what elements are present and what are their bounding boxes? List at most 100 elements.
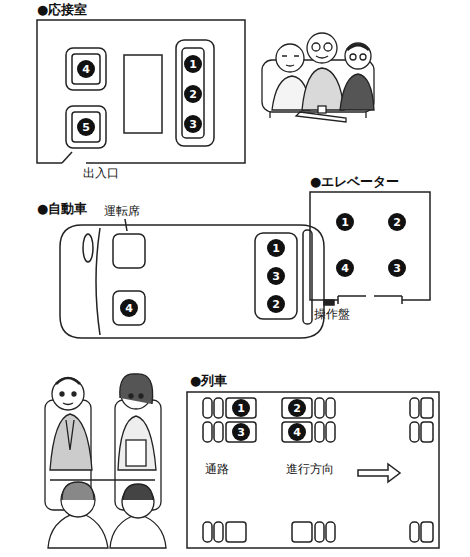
train-seat xyxy=(203,398,212,418)
train-seat xyxy=(326,422,335,442)
train-seat xyxy=(421,522,433,542)
train-seat xyxy=(203,422,212,442)
train-illustration xyxy=(62,482,94,500)
seat-number: 3 xyxy=(388,259,406,277)
train-illustration xyxy=(50,414,92,470)
seat-number: 3 xyxy=(184,115,202,133)
callout-number: 5 xyxy=(82,122,90,133)
callout-number: 4 xyxy=(125,303,133,314)
meeting-illustration xyxy=(316,56,328,58)
callout-number: 1 xyxy=(189,59,197,70)
seat-number: 4 xyxy=(77,60,95,78)
reception-room xyxy=(72,54,100,84)
elevator-outline xyxy=(310,192,430,305)
train-illustration xyxy=(118,416,156,470)
reception-room xyxy=(37,20,245,163)
reception-room xyxy=(62,152,72,163)
reception-room xyxy=(182,48,204,138)
callout-number: 2 xyxy=(393,217,401,228)
part-label: 通路 xyxy=(205,463,229,476)
seat-number: 4 xyxy=(336,259,354,277)
train-seat xyxy=(315,422,324,442)
train-seat xyxy=(292,522,312,542)
seat-number: 3 xyxy=(267,267,285,285)
callout-number: 2 xyxy=(272,299,280,310)
train-illustration xyxy=(72,392,76,396)
train-illustration xyxy=(115,400,161,510)
reception-room xyxy=(37,20,245,163)
train-illustration xyxy=(63,403,73,405)
train-outline xyxy=(187,392,439,548)
seat-number: 1 xyxy=(336,213,354,231)
seat-number: 4 xyxy=(288,423,306,441)
train-illustration xyxy=(129,394,133,398)
part-label: 進行方向 xyxy=(286,463,334,476)
seat-number: 3 xyxy=(232,423,250,441)
callout-number: 3 xyxy=(189,119,197,130)
seat-number: 2 xyxy=(388,213,406,231)
callout-number: 1 xyxy=(341,217,349,228)
seat-number: 1 xyxy=(267,239,285,257)
callout-number: 4 xyxy=(341,263,349,274)
reception-room xyxy=(124,55,162,133)
seat-number: 1 xyxy=(184,55,202,73)
train-seat xyxy=(326,398,335,418)
meeting-illustration xyxy=(360,54,366,60)
seat-number: 1 xyxy=(232,399,250,417)
section-heading: ●応接室 xyxy=(37,3,87,17)
train-illustration xyxy=(45,374,166,548)
train-seat xyxy=(421,398,433,418)
train-illustration xyxy=(139,394,143,398)
car-outline xyxy=(60,219,324,338)
callout-number: 3 xyxy=(272,271,280,282)
section-heading: ●エレベーター xyxy=(310,175,399,189)
train-illustration xyxy=(50,479,155,480)
train-illustration xyxy=(126,440,146,466)
section-heading: ●列車 xyxy=(190,374,227,388)
meeting-illustration xyxy=(302,68,344,110)
reception-room xyxy=(72,112,100,142)
callout-number: 1 xyxy=(272,243,280,254)
train-seat xyxy=(226,398,256,418)
seat-number: 2 xyxy=(288,399,306,417)
train-illustration xyxy=(66,420,74,450)
callout-number: 3 xyxy=(393,263,401,274)
car-outline xyxy=(113,291,145,325)
section-heading: ●自動車 xyxy=(37,202,87,216)
car-outline xyxy=(113,234,145,268)
seat-number: 5 xyxy=(77,118,95,136)
elevator-outline xyxy=(310,192,430,300)
train-illustration xyxy=(61,483,95,517)
part-label: 出入口 xyxy=(83,167,119,180)
train-seat xyxy=(282,398,312,418)
car-outline xyxy=(83,234,93,262)
car-outline xyxy=(125,219,127,231)
seating-area: ●応接室41253 xyxy=(37,20,245,163)
train-illustration xyxy=(60,392,64,396)
train-seat xyxy=(315,398,324,418)
meeting-illustration xyxy=(312,43,320,51)
train-seat xyxy=(214,422,223,442)
train-seat xyxy=(326,522,335,542)
seating-area: ●自動車1324 xyxy=(60,225,324,338)
meeting-illustration xyxy=(282,56,299,66)
meeting-illustration xyxy=(307,33,337,63)
seat-number: 2 xyxy=(267,295,285,313)
callout-number: 2 xyxy=(293,403,301,414)
reception-room xyxy=(66,48,106,90)
train-illustration xyxy=(56,378,80,384)
train-seat xyxy=(282,422,312,442)
train-seat xyxy=(203,398,433,542)
train-illustration xyxy=(120,374,153,404)
train-seat xyxy=(315,522,324,542)
meeting-illustration xyxy=(340,74,374,110)
reception-room xyxy=(66,106,106,148)
train-seat xyxy=(226,522,246,542)
elevator-outline xyxy=(338,296,402,304)
train-seat xyxy=(214,398,223,418)
meeting-illustration xyxy=(347,45,369,50)
part-label: 操作盤 xyxy=(314,308,350,321)
meeting-illustration xyxy=(350,54,356,60)
callout-number: 3 xyxy=(237,427,245,438)
